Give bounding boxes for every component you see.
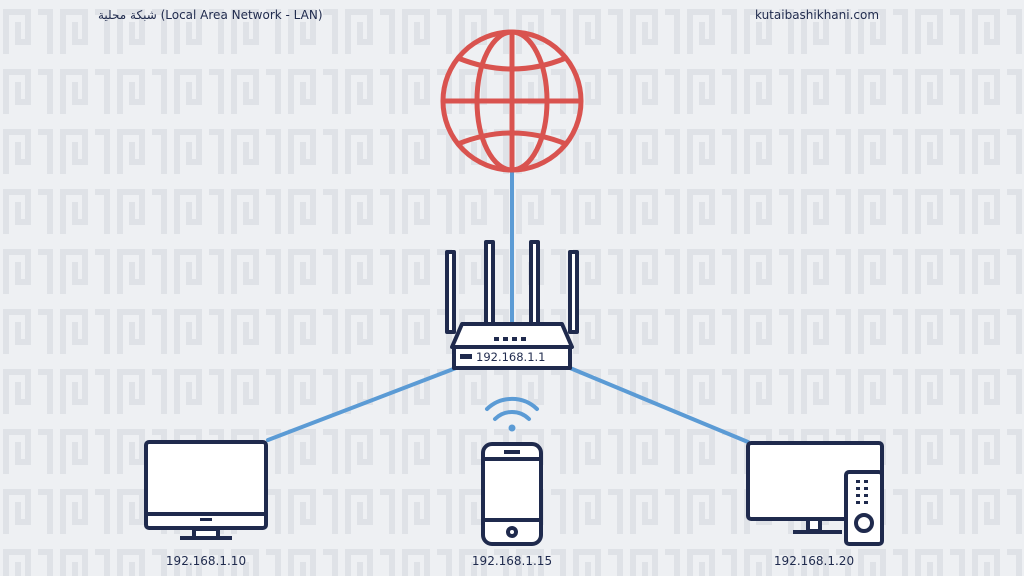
router-antenna — [529, 240, 540, 326]
tv-ip-label: 192.168.1.20 — [773, 554, 855, 568]
smartphone-icon — [481, 442, 543, 546]
diagram-title: شبكة محلية (Local Area Network - LAN) — [98, 8, 323, 22]
router-desktop-link — [266, 366, 458, 442]
desktop-ip-label: 192.168.1.10 — [165, 554, 247, 568]
router-ip-label: 192.168.1.1 — [476, 350, 546, 364]
desktop-monitor-icon — [144, 440, 268, 540]
smartphone-ip-label: 192.168.1.15 — [471, 554, 553, 568]
router-antenna — [484, 240, 495, 326]
connection-lines — [266, 170, 750, 444]
router-antenna — [568, 250, 579, 334]
globe-icon — [440, 29, 584, 173]
router-tv-link — [568, 366, 750, 444]
tv-with-remote-icon — [746, 441, 884, 546]
wifi-icon — [485, 396, 539, 432]
router-icon — [445, 240, 579, 370]
router-antenna — [445, 250, 456, 334]
site-name: kutaibashikhani.com — [755, 8, 880, 22]
